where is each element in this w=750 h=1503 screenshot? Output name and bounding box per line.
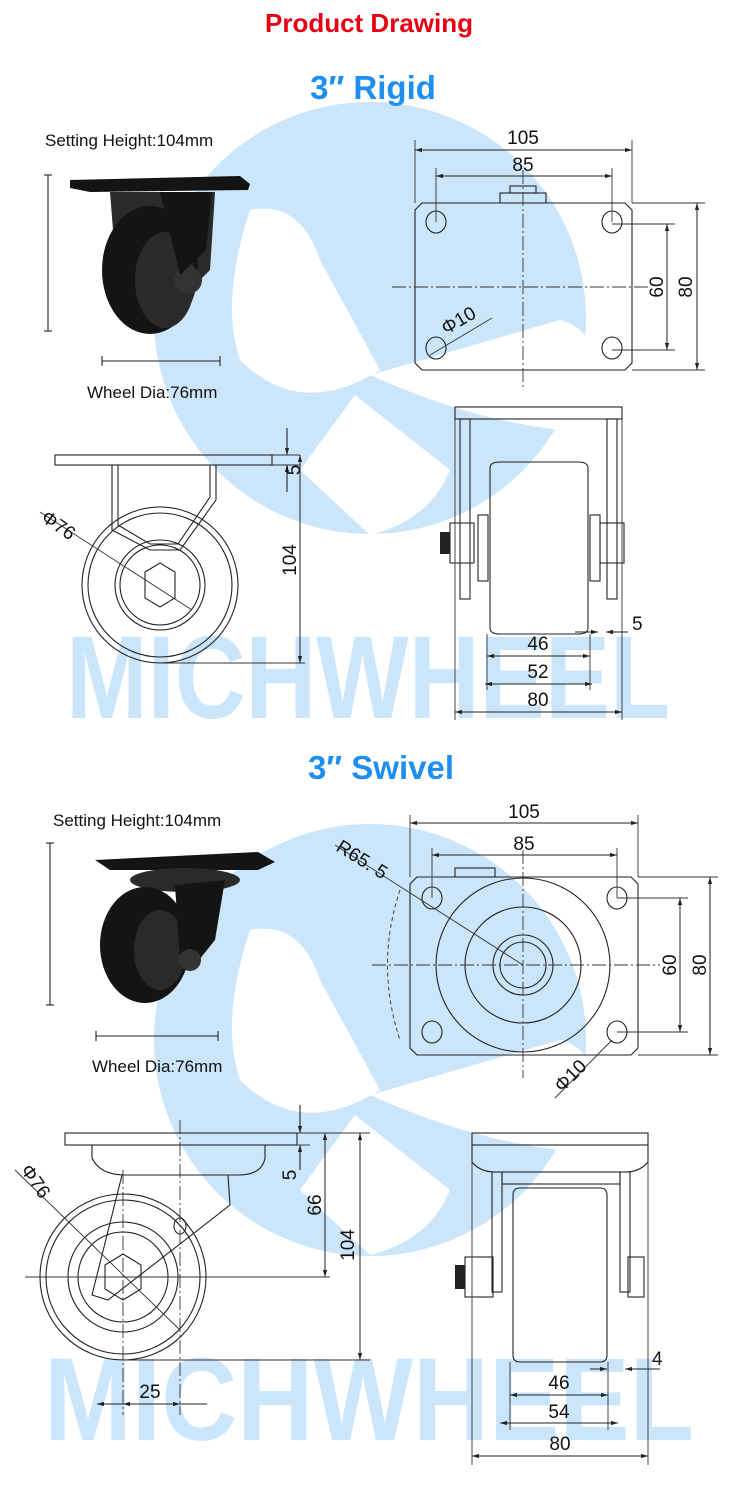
drawing-stroke	[39, 511, 193, 611]
drawing-stroke	[455, 1265, 465, 1289]
swivel-dim-wheel-dia: Φ76	[16, 1161, 54, 1203]
drawing-stroke	[54, 454, 273, 466]
drawing-stroke	[477, 514, 489, 582]
drawing-stroke	[429, 317, 493, 356]
drawing-stroke	[232, 928, 380, 1113]
swivel-setting-height-label: Setting Height:104mm	[53, 811, 221, 830]
swivel-dim-hole-span-x: 85	[513, 834, 534, 855]
drawing-stroke	[459, 418, 471, 600]
drawing-stroke	[119, 544, 201, 626]
drawing-stroke	[114, 539, 206, 631]
swivel-front-view: 46 54 80 4	[455, 1132, 663, 1465]
drawing-stroke	[370, 1040, 592, 1150]
drawing-stroke	[179, 949, 201, 971]
swivel-caster-image	[95, 852, 275, 1003]
drawing-stroke	[491, 1171, 503, 1293]
swivel-dim-hub: 54	[548, 1402, 570, 1423]
drawing-stroke	[87, 512, 233, 658]
drawing-stroke	[334, 844, 524, 966]
watermark-text-bottom: MICHWHEEL	[44, 1334, 694, 1466]
drawing-stroke	[174, 266, 202, 294]
rigid-wheel-dia-label: Wheel Dia:76mm	[87, 383, 217, 402]
swivel-heading: 3″ Swivel	[308, 749, 454, 786]
swivel-dim-axle: 66	[305, 1194, 326, 1215]
rigid-heading: 3″ Rigid	[310, 69, 436, 106]
rigid-dim-depth: 80	[676, 276, 697, 297]
rigid-dim-tread: 46	[527, 634, 548, 655]
watermark-logo-top	[154, 102, 592, 535]
swivel-side-view: Φ76 5 66 104 25	[14, 1105, 370, 1415]
rigid-dim-offset: 5	[632, 614, 643, 635]
drawing-stroke	[144, 562, 176, 608]
rigid-setting-height-label: Setting Height:104mm	[45, 131, 213, 150]
drawing-stroke	[454, 406, 623, 420]
drawing-stroke	[589, 514, 601, 582]
drawing-stroke	[175, 880, 225, 965]
rigid-dim-width: 105	[507, 128, 539, 149]
drawing-stroke	[111, 465, 217, 551]
drawing-stroke	[489, 461, 589, 635]
drawing-stroke	[232, 208, 380, 393]
page-title: Product Drawing	[265, 8, 473, 38]
drawing-stroke	[134, 910, 186, 990]
swivel-dim-width: 105	[508, 802, 540, 823]
watermark-logo-bottom	[154, 824, 592, 1256]
drawing-stroke	[300, 395, 450, 535]
swivel-dim-offset-front: 4	[652, 1349, 663, 1370]
drawing-stroke	[117, 465, 211, 545]
drawing-stroke	[70, 176, 250, 192]
drawing-stroke	[91, 1145, 266, 1176]
drawing-stroke	[501, 1171, 621, 1185]
drawing-stroke	[14, 1169, 181, 1331]
drawing-stroke	[627, 1256, 645, 1298]
drawing-stroke	[421, 1020, 443, 1044]
rigid-dim-height: 104	[280, 544, 301, 576]
swivel-dim-height: 104	[338, 1229, 359, 1261]
drawing-stroke	[606, 418, 618, 600]
drawing-stroke	[619, 1171, 631, 1293]
drawing-stroke	[512, 1187, 608, 1363]
swivel-dim-offset: 25	[139, 1382, 160, 1403]
drawing-stroke	[160, 192, 212, 275]
swivel-wheel-dia-label: Wheel Dia:76mm	[92, 1057, 222, 1076]
swivel-dim-tread: 46	[548, 1373, 569, 1394]
swivel-dim-plate: 5	[280, 1170, 301, 1181]
drawing-stroke	[440, 532, 450, 554]
drawing-stroke	[425, 336, 447, 360]
rigid-dim-hub: 52	[527, 662, 548, 683]
rigid-dim-wheel-dia: Φ76	[37, 507, 79, 545]
drawing-stroke	[414, 202, 633, 371]
rigid-dim-overall: 80	[527, 690, 548, 711]
rigid-dim-plate: 5	[284, 465, 305, 476]
drawing-stroke	[599, 522, 625, 564]
drawing-stroke	[300, 1115, 450, 1255]
drawing-stroke	[95, 852, 275, 870]
drawing-stroke	[387, 889, 401, 1041]
swivel-photo-section: Setting Height:104mm Wheel Dia:76mm	[46, 811, 275, 1076]
rigid-photo-section: Setting Height:104mm Wheel Dia:76mm	[44, 131, 250, 402]
swivel-dim-overall: 80	[549, 1434, 570, 1455]
drawing-stroke	[454, 867, 496, 878]
rigid-caster-image	[70, 176, 250, 334]
drawing-stroke	[409, 876, 639, 1056]
rigid-front-view: 46 52 80 5	[440, 406, 643, 720]
drawing-stroke	[370, 320, 592, 430]
drawing-stroke	[464, 1256, 494, 1298]
drawing-stroke	[471, 1132, 649, 1146]
drawing-stroke	[601, 336, 623, 360]
drawing-stroke	[64, 1132, 298, 1146]
rigid-dim-hole-span-x: 85	[512, 155, 533, 176]
rigid-dim-hole-span-y: 60	[647, 276, 668, 297]
drawing-stroke	[554, 1039, 613, 1099]
swivel-dim-hole-span-y: 60	[660, 954, 681, 975]
drawing-stroke	[91, 1174, 231, 1301]
swivel-dim-depth: 80	[690, 954, 711, 975]
